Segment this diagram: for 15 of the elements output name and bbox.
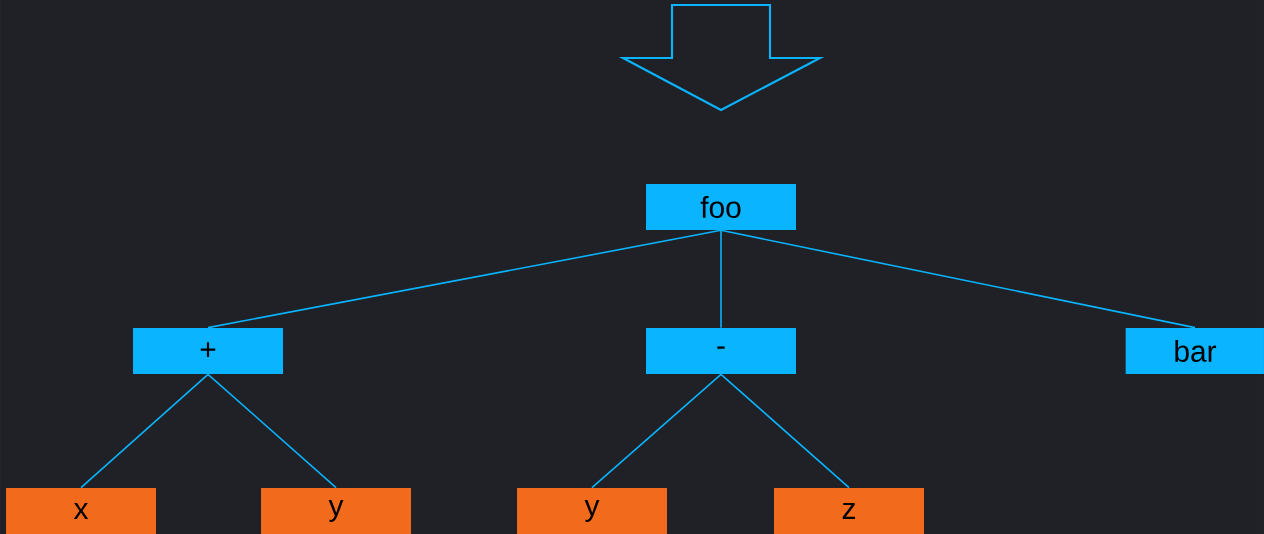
- connector-line: [591, 373, 722, 489]
- tree-node-box: -: [646, 328, 796, 374]
- leaf-node-box: z: [774, 488, 924, 534]
- connector-line: [80, 373, 209, 489]
- tree-node-box: +: [133, 328, 283, 374]
- connector-line: [720, 229, 722, 329]
- connector-line: [207, 229, 722, 329]
- tree-node-box: bar: [1125, 328, 1264, 374]
- connector-line: [720, 373, 850, 489]
- leaf-node-box: y: [261, 488, 411, 534]
- leaf-node-box: y: [517, 488, 667, 534]
- connector-line: [720, 229, 1196, 329]
- tree-node-box: foo: [646, 184, 796, 230]
- leaf-node-box: x: [6, 488, 156, 534]
- connector-line: [207, 373, 337, 489]
